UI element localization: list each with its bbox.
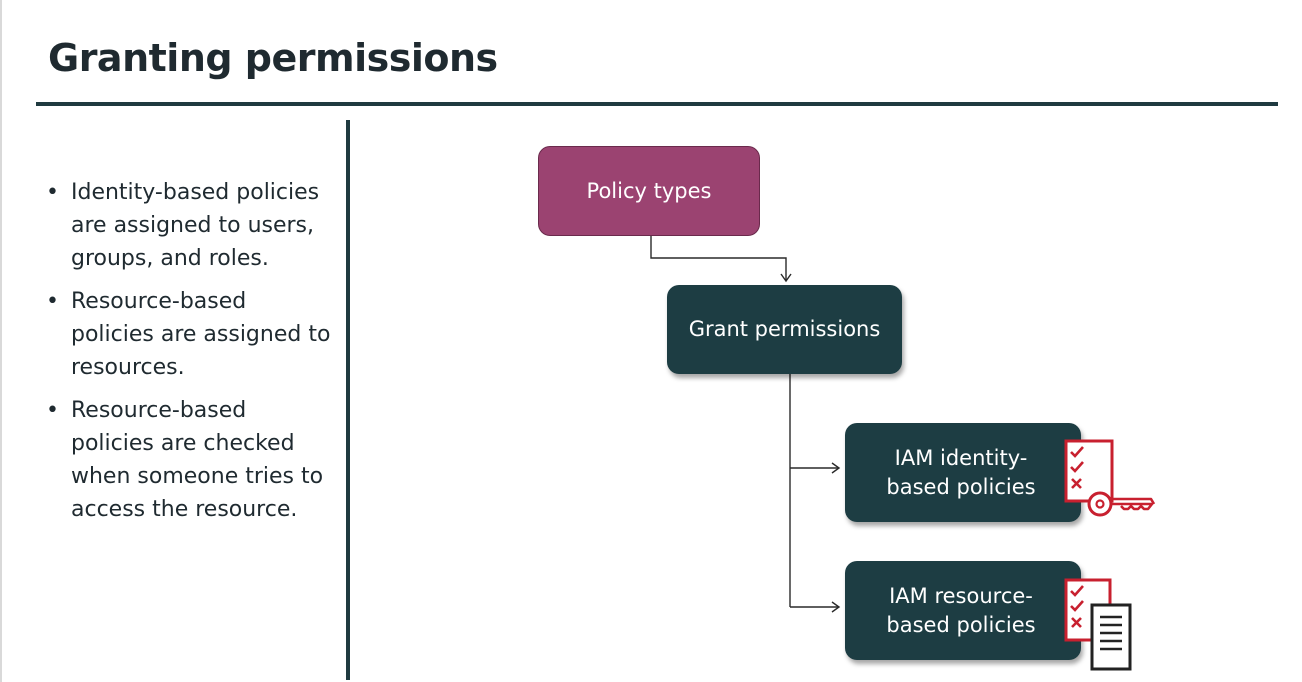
- arrowhead: [831, 462, 841, 474]
- resource-based-label: IAM resource- based policies: [886, 582, 1035, 640]
- bullet-item: Resource-based policies are checked when…: [44, 394, 334, 526]
- arrowhead: [831, 601, 841, 613]
- bullet-list: Identity-based policies are assigned to …: [44, 176, 334, 536]
- vertical-divider: [346, 120, 350, 680]
- identity-based-label: IAM identity- based policies: [886, 444, 1035, 502]
- resource-based-label-line1: IAM resource-: [889, 583, 1033, 608]
- policy-types-label: Policy types: [586, 178, 712, 203]
- grant-permissions-label: Grant permissions: [688, 317, 881, 341]
- checklist-key-icon: [1064, 439, 1156, 517]
- resource-based-policies-node: IAM resource- based policies: [845, 561, 1081, 660]
- connector-policy-to-grant: [650, 236, 787, 280]
- identity-based-label-line1: IAM identity-: [894, 445, 1028, 470]
- bullet-item: Resource-based policies are assigned to …: [44, 285, 334, 384]
- identity-based-policies-node: IAM identity- based policies: [845, 423, 1081, 522]
- grant-permissions-node: Grant permissions: [667, 285, 902, 374]
- bullet-item: Identity-based policies are assigned to …: [44, 176, 334, 275]
- slide-title: Granting permissions: [48, 36, 498, 80]
- identity-based-label-line2: based policies: [886, 474, 1036, 499]
- policy-types-node: Policy types: [538, 146, 760, 236]
- resource-based-label-line2: based policies: [886, 612, 1036, 637]
- checklist-document-icon: [1064, 578, 1132, 671]
- title-underline: [36, 102, 1278, 106]
- slide-left-border: [0, 0, 2, 682]
- arrowhead: [780, 273, 792, 283]
